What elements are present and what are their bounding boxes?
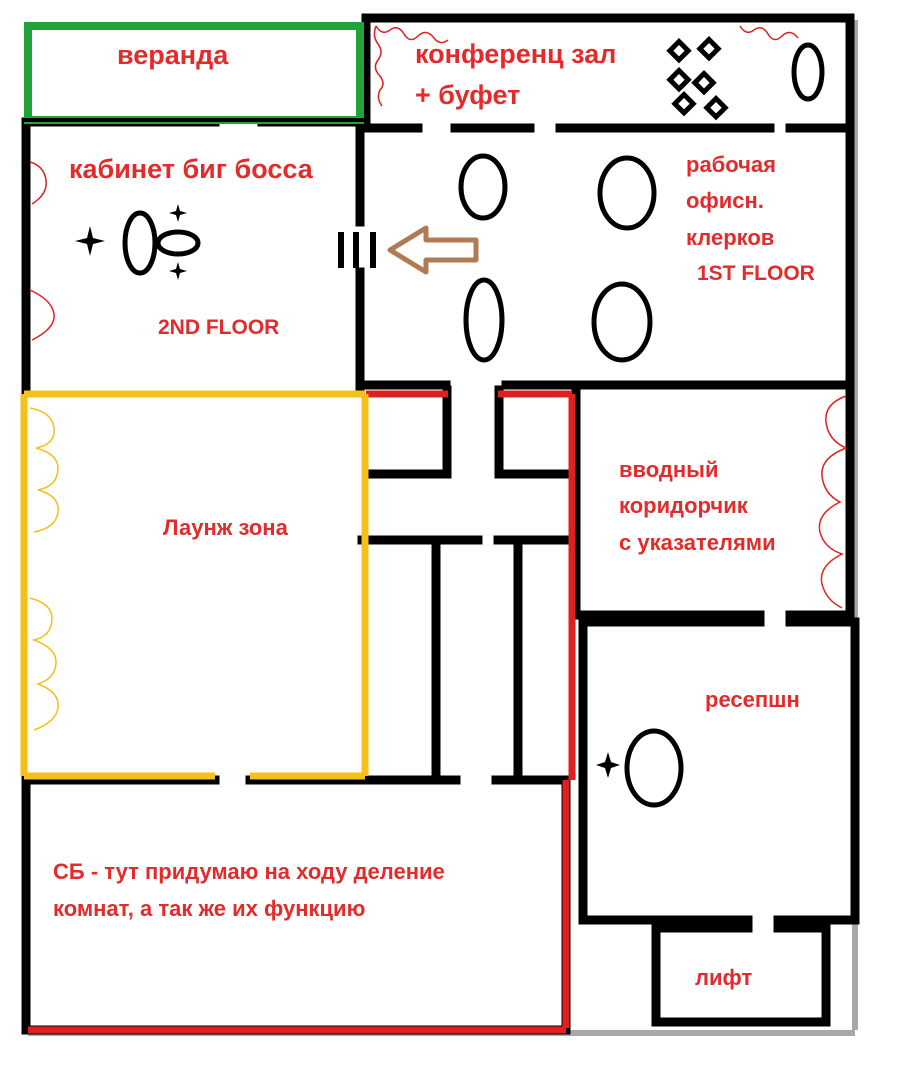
- reception-label: ресепшн: [705, 687, 800, 712]
- veranda-label: веранда: [117, 40, 229, 70]
- conference-label-line1: конференц зал: [415, 39, 616, 69]
- staircase-icon: [338, 232, 376, 268]
- conference-curtain-icon: [373, 25, 799, 107]
- clerks-label-line1: рабочая: [686, 152, 776, 177]
- clerks-label-line2: офисн.: [686, 188, 764, 213]
- clerks-label-line3: клерков: [686, 225, 774, 250]
- boss-table-icon: [155, 229, 201, 257]
- reception-icons: [596, 728, 684, 808]
- second-floor-label: 2ND FLOOR: [158, 316, 279, 339]
- conference-label-line2: + буфет: [415, 80, 520, 110]
- security-label-line1: СБ - тут придумаю на ходу деление: [53, 859, 445, 884]
- boss-office-icons: [75, 204, 201, 280]
- reception-chair-icon: [596, 752, 620, 778]
- boss-office-label: кабинет биг босса: [69, 154, 314, 184]
- corridor-label-line2: коридорчик: [619, 493, 749, 518]
- conference-room: [373, 25, 825, 121]
- security-label-line2: комнат, а так же их функцию: [53, 896, 365, 921]
- boss-chair-icon: [75, 226, 105, 256]
- curtain-icon: [29, 161, 848, 731]
- lounge-label: Лаунж зона: [163, 515, 289, 540]
- corridor-label-line3: с указателями: [619, 530, 776, 555]
- conference-chair-icon: [791, 42, 825, 102]
- corridor-label-line1: вводный: [619, 457, 718, 482]
- elevator-label: лифт: [695, 965, 752, 990]
- boss-desk-icon: [122, 210, 158, 276]
- direction-arrow-icon: [387, 225, 479, 275]
- clerk-desk-icon: [458, 153, 657, 363]
- boss-guest-chair-icon: [169, 204, 187, 280]
- conference-table-icon: [666, 35, 729, 121]
- reception-desk-icon: [624, 728, 684, 808]
- red-walls: [28, 390, 576, 1034]
- first-floor-label: 1ST FLOOR: [697, 262, 815, 285]
- lounge-wall: [20, 390, 369, 780]
